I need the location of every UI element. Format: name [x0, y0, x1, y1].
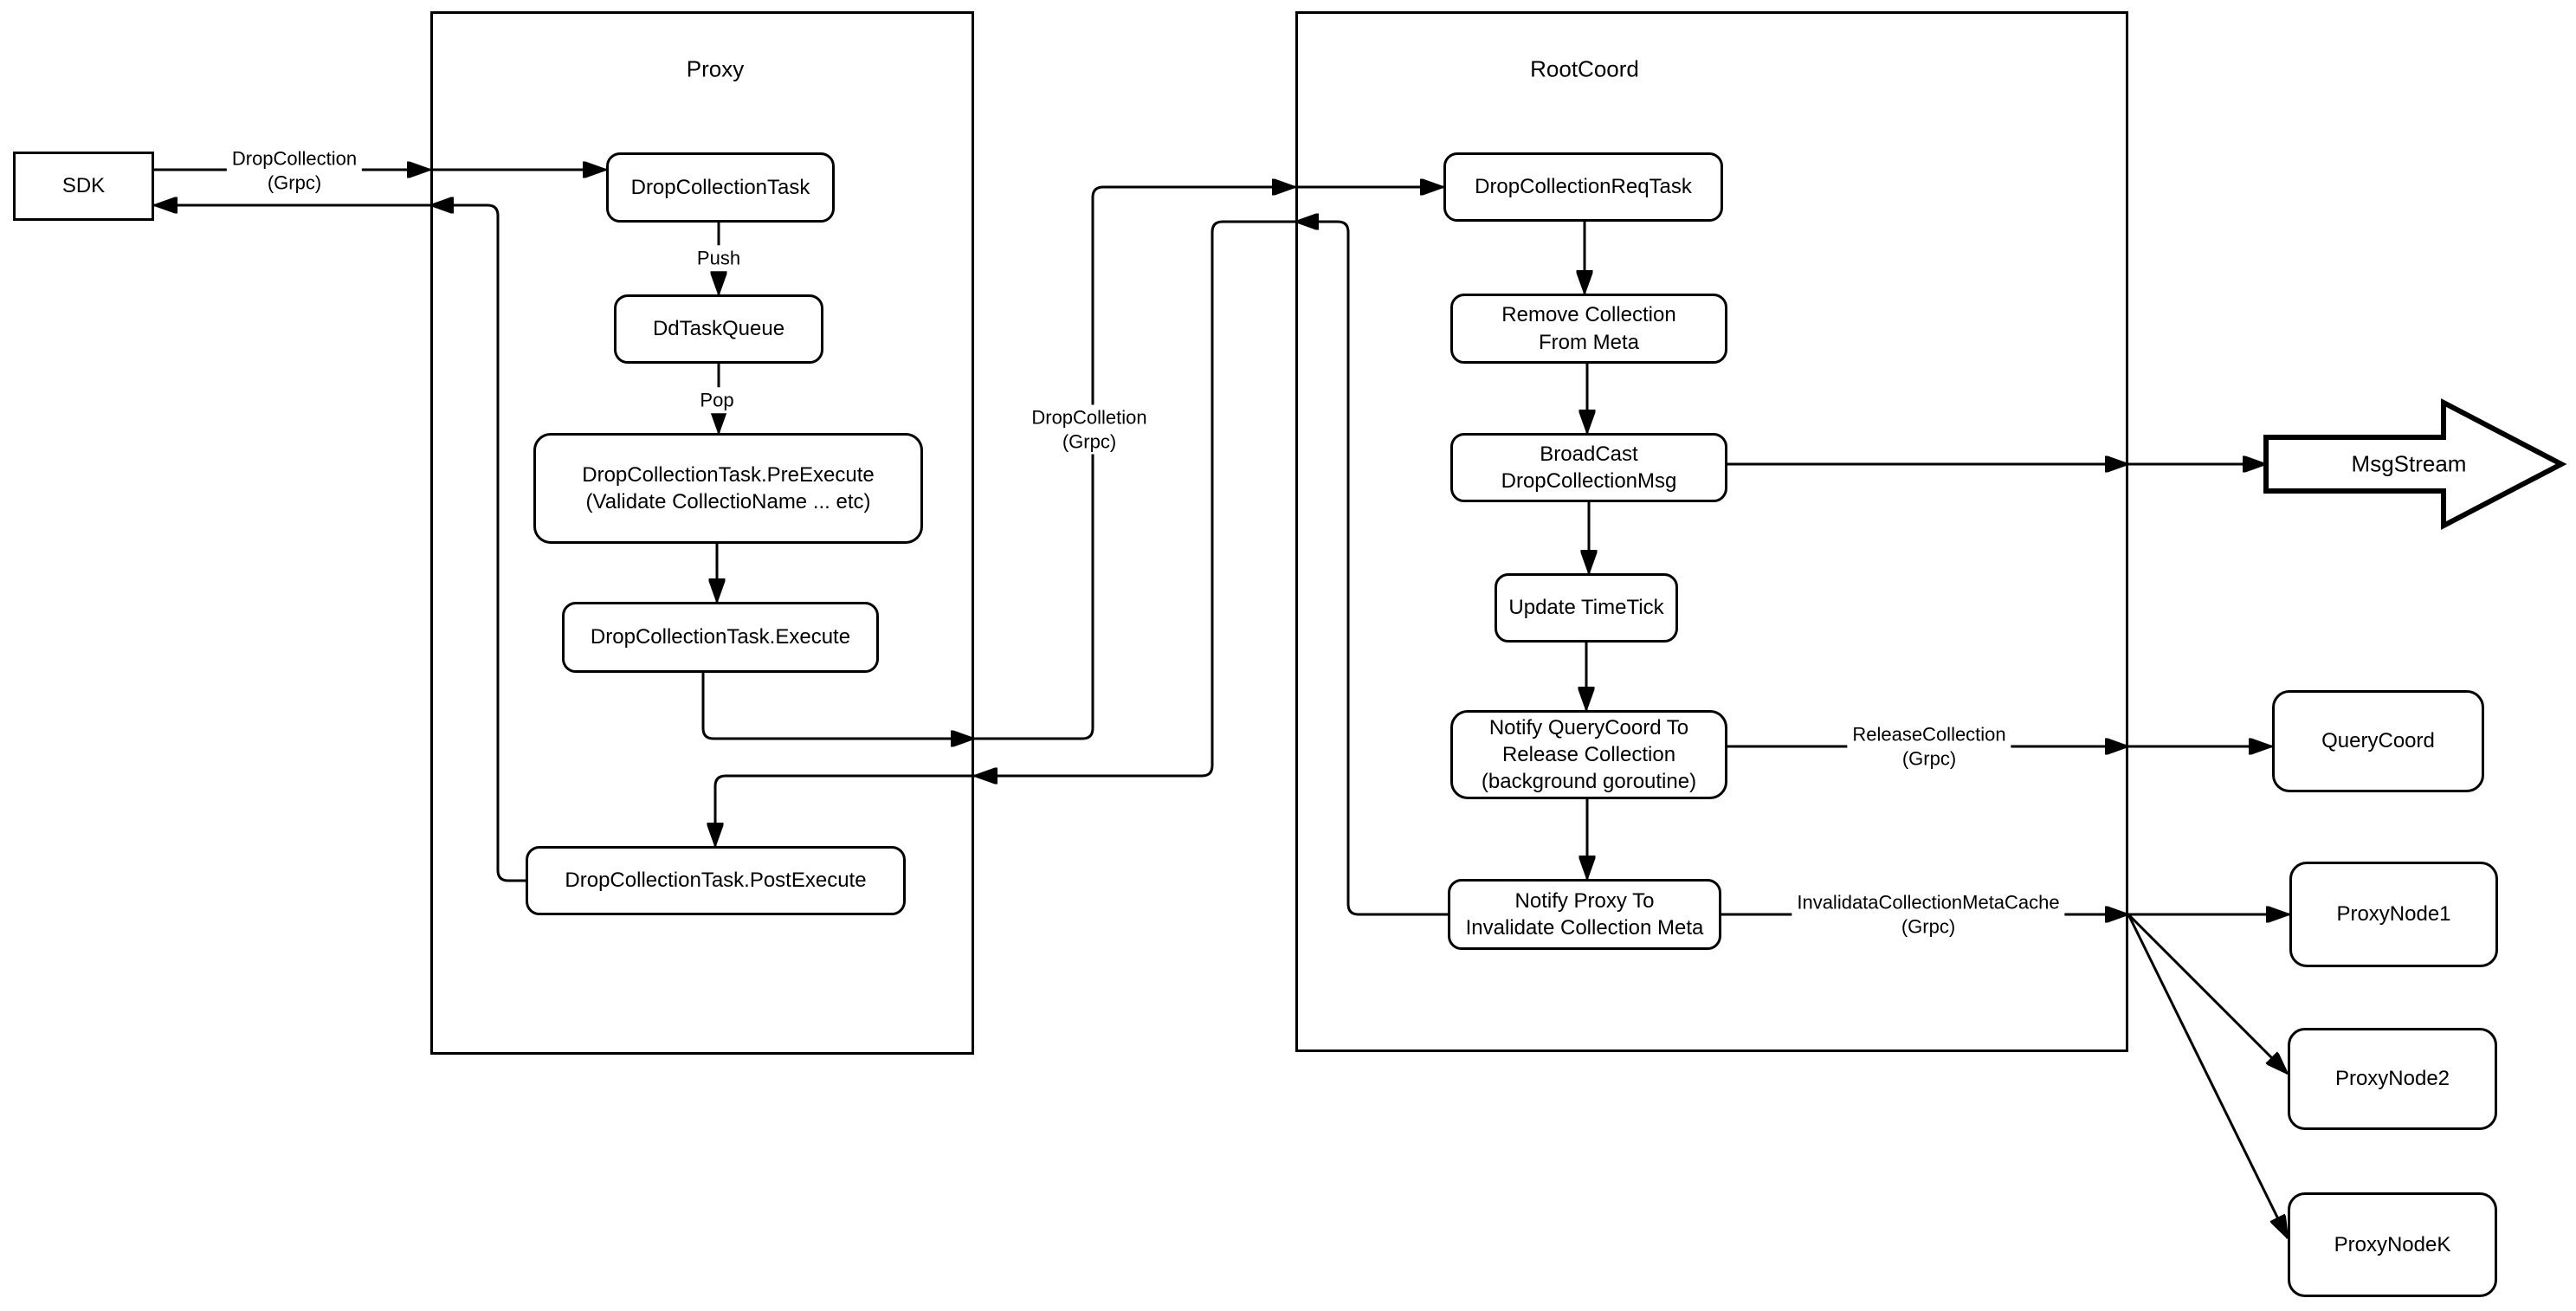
edge-label-invalidatacollectionmetacache-grpc: InvalidataCollectionMetaCache (Grpc): [1792, 889, 2065, 940]
node-proxynode2[interactable]: ProxyNode2: [2288, 1028, 2497, 1130]
container-proxy: [430, 11, 974, 1055]
node-notifyproxy[interactable]: Notify Proxy To Invalidate Collection Me…: [1448, 879, 1721, 950]
node-removecollectionfrommeta[interactable]: Remove Collection From Meta: [1450, 294, 1727, 364]
edge-notifyproxy-to-rootcoordedge: [1295, 222, 1448, 916]
edge-execute-to-proxyedge: [701, 673, 974, 739]
edge-label-pop: Pop: [694, 387, 739, 413]
msgstream-label: MsgStream: [2351, 450, 2467, 477]
node-preexecute[interactable]: DropCollectionTask.PreExecute (Validate …: [533, 433, 923, 544]
container-rootcoord: [1295, 11, 2128, 1052]
edge-proxy-to-rootcoord: [974, 187, 1295, 740]
node-querycoord[interactable]: QueryCoord: [2272, 690, 2484, 792]
edge-to-proxynodek: [2127, 914, 2289, 1238]
proxy-title: Proxy: [686, 55, 745, 82]
node-ddtaskqueue[interactable]: DdTaskQueue: [614, 294, 823, 364]
node-proxynode1[interactable]: ProxyNode1: [2289, 862, 2498, 967]
node-postexecute[interactable]: DropCollectionTask.PostExecute: [526, 846, 906, 915]
edge-label-push: Push: [691, 245, 746, 271]
node-dropcollectionreqtask[interactable]: DropCollectionReqTask: [1443, 152, 1723, 222]
edge-to-proxynode2: [2127, 913, 2288, 1074]
edge-rootcoord-to-proxyedge-return: [974, 220, 1295, 776]
edge-return-to-postexecute: [715, 774, 974, 846]
edge-label-dropcollection-grpc: DropCollection (Grpc): [226, 145, 363, 196]
node-dropcollectiontask[interactable]: DropCollectionTask: [606, 152, 835, 223]
node-notifyquerycoord[interactable]: Notify QueryCoord To Release Collection …: [1450, 710, 1727, 799]
node-sdk[interactable]: SDK: [13, 152, 154, 221]
rootcoord-title: RootCoord: [1530, 55, 1639, 82]
node-broadcastdropcollectionmsg[interactable]: BroadCast DropCollectionMsg: [1450, 433, 1727, 502]
msgstream-arrow-shape: [2263, 398, 2567, 530]
node-execute[interactable]: DropCollectionTask.Execute: [562, 602, 879, 673]
edge-label-dropcolletion-grpc: DropColletion (Grpc): [1026, 404, 1152, 455]
edge-postexecute-to-proxyedge: [430, 205, 526, 882]
edge-label-releasecollection-grpc: ReleaseCollection (Grpc): [1847, 721, 2011, 772]
node-updatetimetick[interactable]: Update TimeTick: [1495, 573, 1678, 643]
node-proxynodek[interactable]: ProxyNodeK: [2288, 1192, 2497, 1297]
